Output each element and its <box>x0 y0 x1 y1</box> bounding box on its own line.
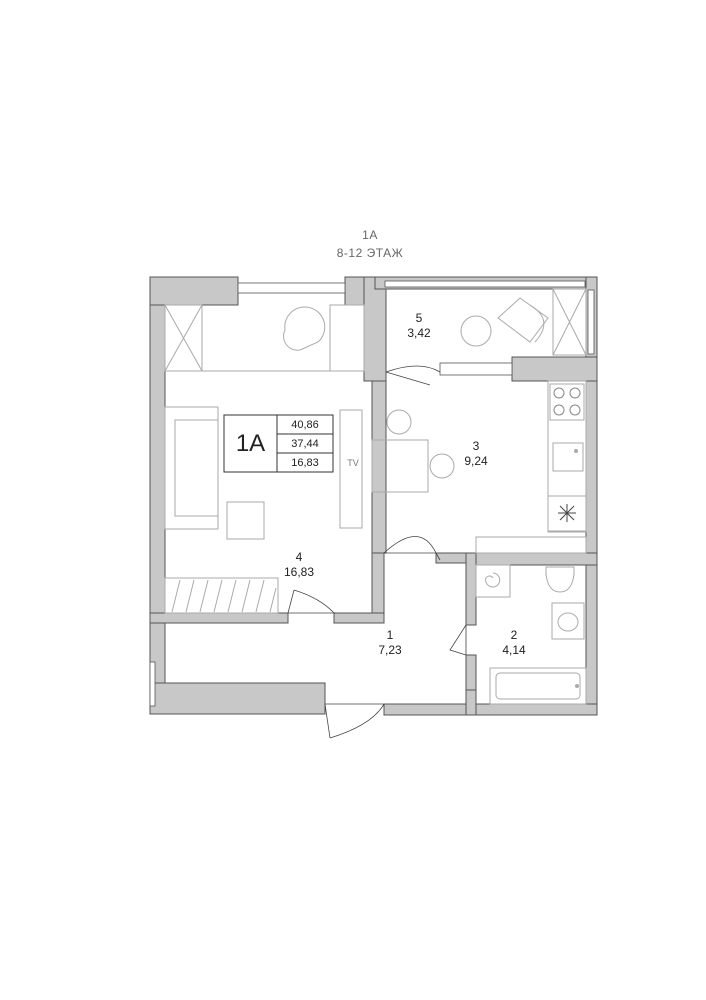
side-desk <box>329 304 365 372</box>
kitchen-stool <box>386 409 412 435</box>
bookcase <box>164 577 279 614</box>
washer <box>475 564 511 598</box>
room-4-area: 16,83 <box>283 565 315 579</box>
room-5-label: 5 3,42 <box>374 311 464 341</box>
kitchen-table <box>371 439 429 493</box>
room-4-label: 4 16,83 <box>254 550 344 580</box>
total-area: 40,86 <box>291 418 319 431</box>
windows <box>149 280 595 707</box>
wall-living-bottom <box>149 612 289 624</box>
coffee-table <box>226 501 265 540</box>
balcony-storage <box>552 288 587 356</box>
window-balcony <box>384 280 586 288</box>
room-3-area: 9,24 <box>464 454 488 468</box>
door-living <box>287 589 336 614</box>
bath-sink <box>551 602 585 640</box>
wall-bottom-right <box>383 703 598 716</box>
tv-stand <box>339 409 363 529</box>
wall-hall-right <box>465 689 477 716</box>
room-2-area: 4,14 <box>502 643 526 657</box>
room-3-label: 3 9,24 <box>431 439 521 469</box>
window-balcony-kitchen <box>439 362 513 376</box>
door-bath <box>449 624 467 656</box>
stove <box>549 383 585 421</box>
room-1-area: 7,23 <box>378 643 402 657</box>
window-left <box>149 661 156 707</box>
wall-living-bottom-right <box>333 612 385 624</box>
wall-kitchen-bath-stub <box>435 552 467 564</box>
door-entrance <box>324 703 385 739</box>
toilet <box>545 566 575 593</box>
window-balcony-right <box>587 289 595 355</box>
room-1-label: 1 7,23 <box>345 628 435 658</box>
armchair-living <box>283 306 326 351</box>
doors <box>287 365 467 739</box>
kitchen-chair <box>429 453 455 479</box>
living-area: 16,83 <box>291 456 319 469</box>
wall-bath-left <box>465 552 477 626</box>
apartment-title: 1A <box>362 228 378 242</box>
balcony-table <box>460 315 492 347</box>
fridge <box>547 495 587 533</box>
tv-label: TV <box>347 458 359 468</box>
bathtub <box>489 667 587 705</box>
furniture <box>164 288 587 705</box>
kitchen-sink <box>552 442 584 472</box>
door-kitchen <box>383 536 441 561</box>
wall-kitchen-bath <box>465 552 598 566</box>
floor-range: 8-12 ЭТАЖ <box>336 246 404 260</box>
wall-living-kitchen-bottom <box>371 552 385 622</box>
wall-top-left <box>149 276 239 306</box>
room-1-number: 1 <box>386 628 394 642</box>
door-balcony <box>385 365 441 386</box>
wall-balcony-kitchen <box>511 356 598 382</box>
balcony-armchair <box>497 297 549 343</box>
apartment-code: 1A <box>235 429 266 457</box>
sofa <box>164 406 219 530</box>
room-2-label: 2 4,14 <box>469 628 559 658</box>
room-5-area: 3,42 <box>407 326 431 340</box>
kitchen-counter <box>547 380 587 532</box>
room-3-number: 3 <box>472 439 480 453</box>
kitchen-cabinet <box>475 536 587 554</box>
area-badge-frame <box>223 414 334 473</box>
wall-bottom-left <box>149 682 326 715</box>
living-total-area: 37,44 <box>291 437 319 450</box>
window-living <box>237 282 346 294</box>
wall-left <box>149 276 166 715</box>
wall-living-kitchen-lower <box>371 380 387 554</box>
room-2-number: 2 <box>510 628 518 642</box>
room-4-number: 4 <box>295 550 303 564</box>
room-5-number: 5 <box>415 311 423 325</box>
